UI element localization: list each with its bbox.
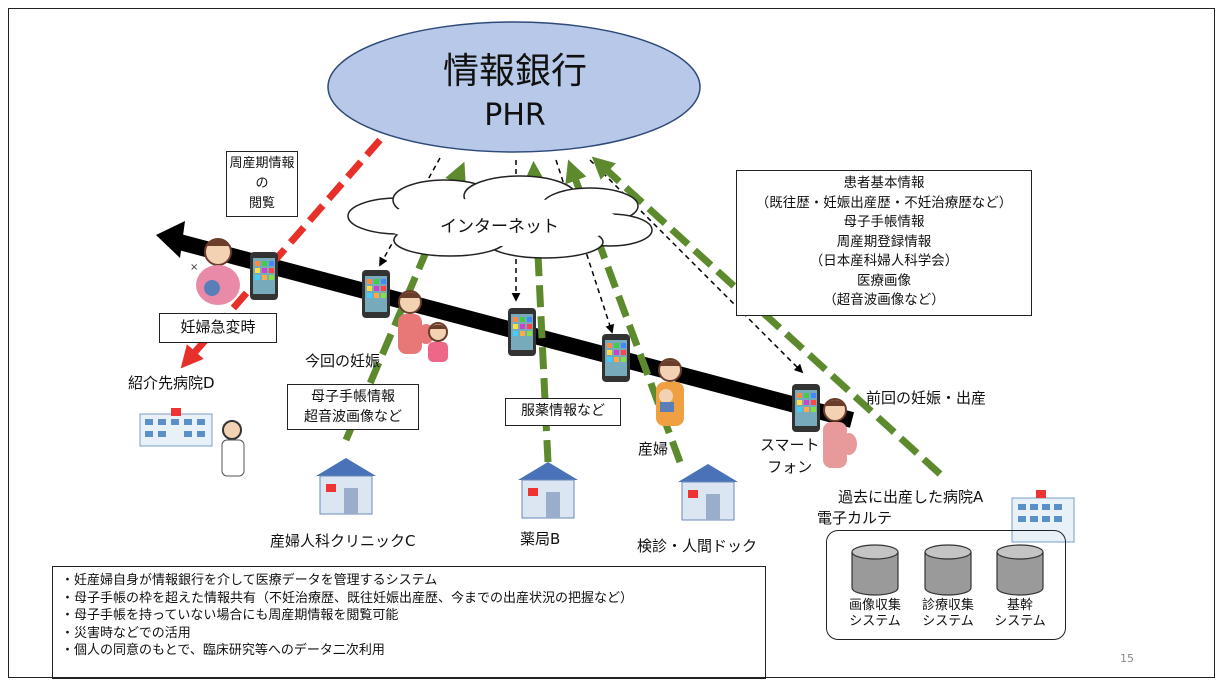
- timeline-arrowhead: [156, 221, 185, 258]
- bullet-item: 母子手帳を持っていない場合にも周産期情報を閲覧可能: [61, 607, 757, 625]
- bullet-item: 母子手帳の枠を超えた情報共有（不妊治療歴、既往妊娠出産歴、今までの出産状況の把握…: [61, 590, 757, 608]
- info-line: （超音波画像など）: [823, 292, 945, 308]
- hospital-d-icon: [139, 408, 213, 447]
- hospital-a-icon: [1011, 490, 1075, 543]
- pregnant-woman-previous-icon: [823, 398, 857, 468]
- emergency-pregnant-woman-icon: ×: [190, 238, 240, 305]
- info-line: （日本産科婦人科学会）: [809, 253, 959, 269]
- medication-box: 服薬情報など: [505, 398, 621, 426]
- smartphone-icon: [602, 334, 630, 382]
- checkup-icon: [678, 464, 738, 521]
- current-pregnancy-label: 今回の妊娠: [305, 352, 381, 370]
- system-line: 基幹: [1006, 598, 1033, 613]
- pharmacy-b-icon: [518, 462, 578, 519]
- system-label: 画像収集 システム: [840, 598, 910, 630]
- bullet-item: 災害時などでの活用: [61, 625, 757, 643]
- black-arrow-1: [379, 157, 441, 267]
- hospital-a-label: 過去に出産した病院A: [838, 488, 984, 506]
- browse-line: の: [255, 176, 269, 191]
- info-bank-ellipse: [327, 21, 701, 153]
- internet-cloud: [347, 175, 653, 259]
- patient-info-box: 患者基本情報 （既往歴・妊娠出産歴・不妊治療歴など） 母子手帳情報 周産期登録情…: [736, 170, 1032, 316]
- info-line: （既往歴・妊娠出産歴・不妊治療歴など）: [755, 194, 1013, 211]
- smartphone-line: フォン: [767, 458, 813, 476]
- emergency-box: 妊婦急変時: [159, 313, 277, 343]
- system-label: 診療収集 システム: [913, 598, 983, 630]
- slide-frame: [8, 8, 1215, 678]
- summary-bullet-box: 妊産婦自身が情報銀行を介して医療データを管理するシステム 母子手帳の枠を超えた情…: [52, 566, 766, 679]
- mother-handbook-box: 母子手帳情報 超音波画像など: [287, 384, 419, 430]
- emr-systems-box: [826, 530, 1066, 640]
- info-line: 周産期登録情報: [836, 233, 932, 250]
- mother-with-baby-icon: [656, 358, 684, 426]
- browse-line: 閲覧: [248, 196, 275, 211]
- system-line: 診療収集: [921, 598, 974, 613]
- bullet-item: 個人の同意のもとで、臨床研究等へのデータ二次利用: [61, 642, 757, 660]
- info-line: 医療画像: [857, 272, 911, 289]
- smartphone-icon: [508, 308, 536, 356]
- checkup-label: 検診・人間ドック: [637, 537, 758, 555]
- database-icon: [851, 544, 899, 596]
- database-icon: [924, 544, 972, 596]
- info-bank-subtitle: PHR: [484, 98, 546, 133]
- child-icon: [428, 322, 448, 362]
- system-label: 基幹 システム: [985, 598, 1055, 630]
- clinic-label: 産婦人科クリニックC: [270, 532, 416, 550]
- emr-label: 電子カルテ: [817, 509, 893, 527]
- page-number: 15: [1120, 652, 1134, 665]
- clinic-c-icon: [316, 458, 376, 515]
- smartphone-icon: [250, 252, 278, 300]
- previous-pregnancy-label: 前回の妊娠・出産: [866, 389, 987, 407]
- referral-hospital-label: 紹介先病院D: [128, 374, 215, 392]
- system-line: システム: [922, 614, 974, 629]
- green-arrow-hospital: [591, 156, 943, 477]
- mother-info-line: 母子手帳情報: [311, 389, 395, 405]
- info-line: 患者基本情報: [843, 175, 925, 191]
- system-line: システム: [994, 614, 1046, 629]
- system-line: システム: [849, 614, 901, 629]
- info-line: 母子手帳情報: [843, 214, 925, 230]
- postpartum-label: 産婦: [638, 440, 669, 458]
- internet-label: インターネット: [440, 217, 559, 237]
- mother-info-line: 超音波画像など: [304, 409, 402, 425]
- pharmacy-label: 薬局B: [520, 530, 561, 548]
- system-line: 画像収集: [848, 598, 901, 613]
- smartphone-label: スマート フォン: [760, 434, 820, 478]
- smartphone-icon: [362, 270, 390, 318]
- smartphone-line: スマート: [760, 436, 820, 454]
- svg-text:×: ×: [190, 262, 198, 273]
- smartphone-icon: [792, 384, 820, 432]
- doctor-icon: [221, 420, 245, 477]
- info-bank-title: 情報銀行: [442, 51, 587, 92]
- perinatal-browse-box: 周産期情報 の 閲覧: [226, 151, 298, 217]
- bullet-item: 妊産婦自身が情報銀行を介して医療データを管理するシステム: [61, 572, 757, 590]
- browse-line: 周産期情報: [229, 156, 295, 171]
- database-icon: [996, 544, 1044, 596]
